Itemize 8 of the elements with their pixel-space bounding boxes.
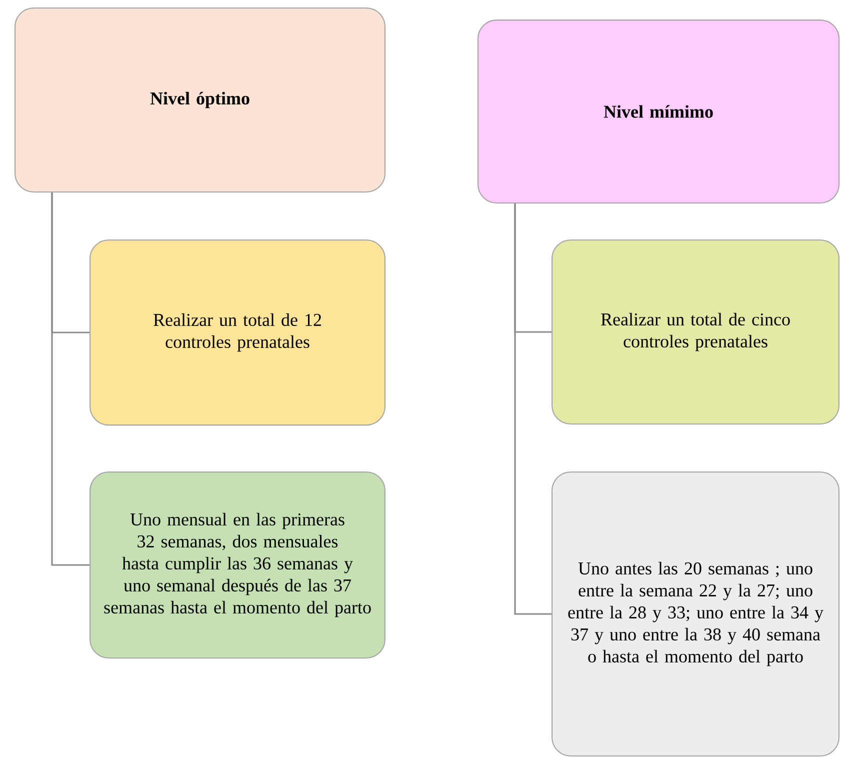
level-box: Nivel óptimo bbox=[14, 7, 386, 193]
step-box: Uno antes las 20 semanas ; uno entre la semana 22 y la 27; uno entre la 28 y 33; uno entre la 34 y 37 y uno entre la 38 y 40 semana o hasta el momento del parto bbox=[552, 471, 840, 757]
connector bbox=[514, 204, 552, 615]
step-box: Realizar un total de cinco controles prenatales bbox=[552, 239, 840, 425]
step-box: Realizar un total de 12 controles prenatales bbox=[90, 239, 386, 426]
step-box: Uno mensual en las primeras 32 semanas, dos mensuales hasta cumplir las 36 semanas y uno semanal después de las 37 semanas hasta el momento del parto bbox=[90, 471, 386, 659]
connector bbox=[51, 192, 90, 566]
level-box: Nivel mímimo bbox=[477, 20, 840, 204]
